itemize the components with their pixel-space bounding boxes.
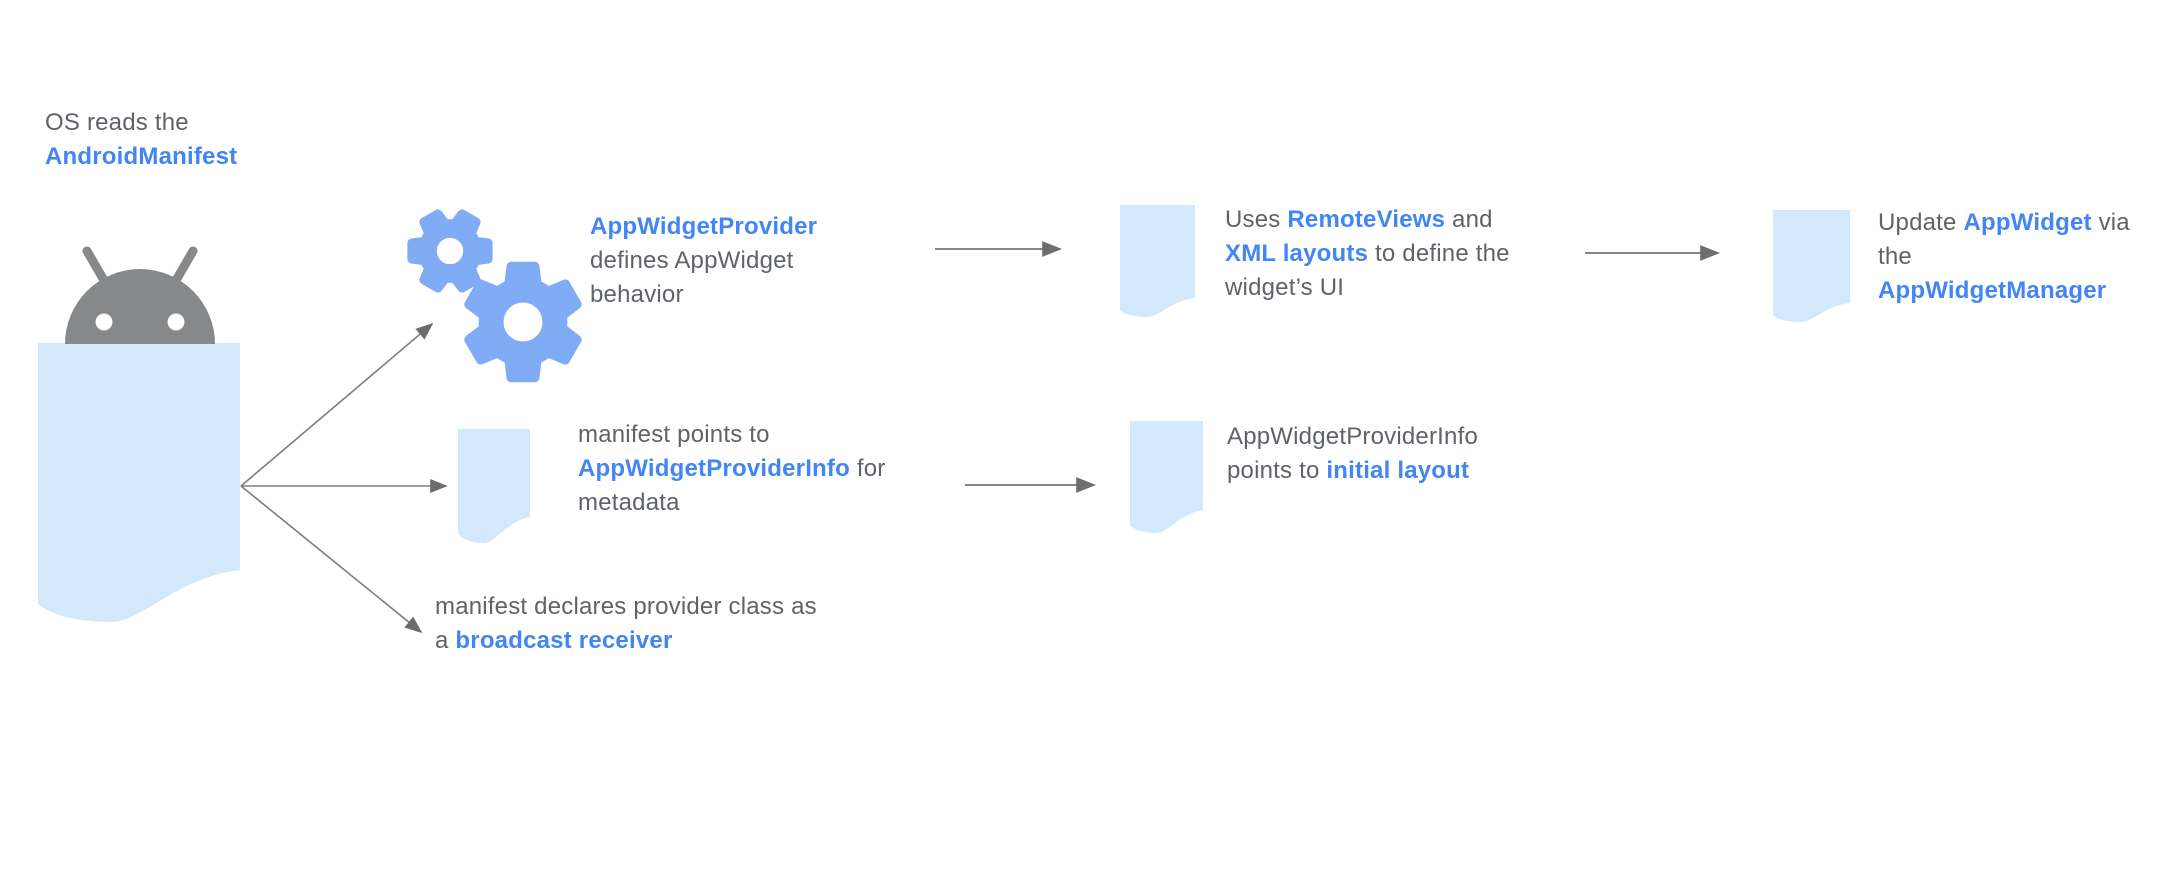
initial-layout-document-icon — [1130, 421, 1203, 533]
gears-icon — [407, 209, 582, 383]
manifest-fanout-arrows — [240, 322, 448, 634]
providerinfo-document-icon — [458, 429, 530, 543]
android-robot-icon — [65, 246, 215, 344]
androidmanifest-document-icon — [38, 343, 240, 622]
remoteviews-document-icon — [1120, 205, 1195, 317]
update-document-icon — [1773, 210, 1850, 322]
